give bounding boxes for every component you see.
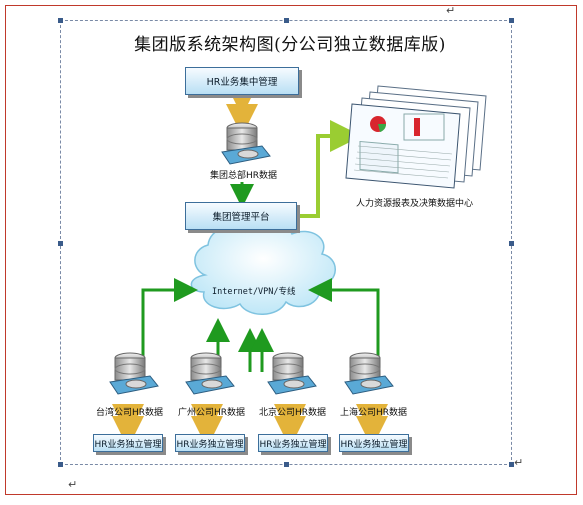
handle-tm[interactable]: [284, 18, 289, 23]
shanghai-to-cloud-arrow: [308, 278, 380, 370]
report-center-caption: 人力资源报表及决策数据中心: [356, 199, 474, 209]
database-server-icon: [221, 122, 271, 165]
handle-tl[interactable]: [58, 18, 63, 23]
handle-ml[interactable]: [58, 241, 63, 246]
report-documents-icon: [345, 85, 487, 189]
database-server-icon: [267, 352, 317, 395]
handle-tr[interactable]: [509, 18, 514, 23]
diagram-title: 集团版系统架构图(分公司独立数据库版): [134, 35, 446, 55]
network-label: Internet/VPN/专线: [212, 287, 296, 297]
page-border: [5, 5, 577, 495]
database-server-icon: [109, 352, 159, 395]
handle-bm[interactable]: [284, 462, 289, 467]
handle-mr[interactable]: [509, 241, 514, 246]
paragraph-mark-icon: ↵: [514, 456, 524, 469]
database-server-icon: [344, 352, 394, 395]
taiwan-to-cloud-arrow: [141, 278, 198, 370]
hq-db-label: 集团总部HR数据: [210, 171, 278, 181]
guangzhou-db-label: 广州公司HR数据: [178, 408, 246, 418]
handle-bl[interactable]: [58, 462, 63, 467]
taiwan-db-label: 台湾公司HR数据: [96, 408, 164, 418]
database-server-icon: [185, 352, 235, 395]
shanghai-management-box[interactable]: HR业务独立管理: [339, 434, 409, 452]
shanghai-db-label: 上海公司HR数据: [340, 408, 408, 418]
group-platform-box[interactable]: 集团管理平台: [185, 202, 297, 230]
beijing-db-label: 北京公司HR数据: [259, 408, 327, 418]
paragraph-mark-icon: ↵: [446, 4, 456, 17]
guangzhou-management-box[interactable]: HR业务独立管理: [175, 434, 245, 452]
beijing-management-box[interactable]: HR业务独立管理: [258, 434, 328, 452]
taiwan-management-box[interactable]: HR业务独立管理: [93, 434, 163, 452]
cloud-icon: [190, 221, 336, 315]
paragraph-mark-icon: ↵: [68, 478, 78, 491]
hq-centralized-management-box[interactable]: HR业务集中管理: [185, 67, 299, 95]
handle-br[interactable]: [509, 462, 514, 467]
platform-to-report-arrow: [296, 120, 362, 218]
